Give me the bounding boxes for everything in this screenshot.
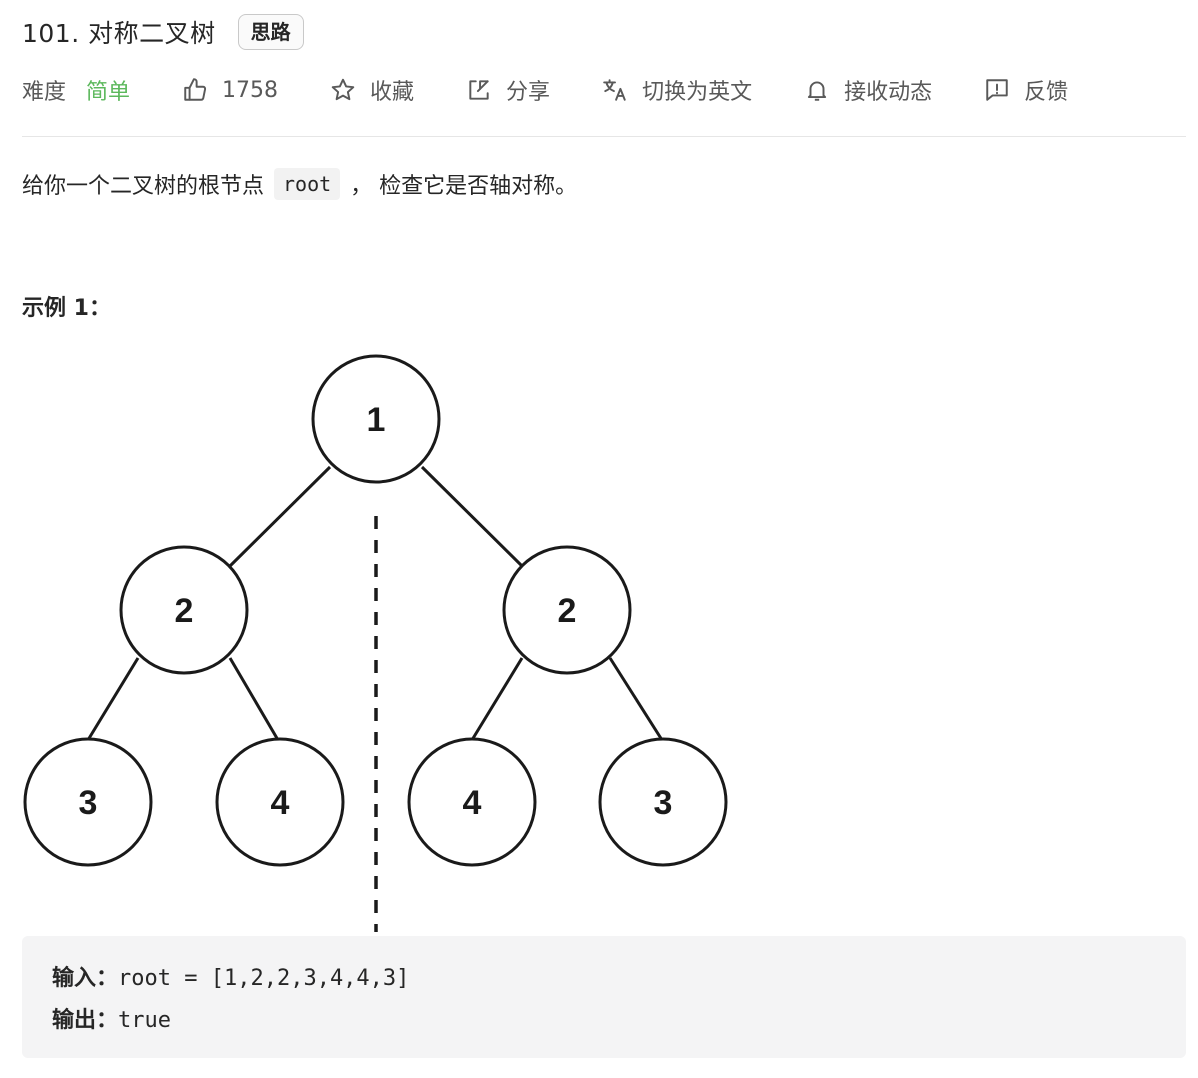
symmetric-tree-diagram: 1 2 2 3 4 4 3 — [23, 354, 728, 932]
tree-node-label: 1 — [367, 401, 386, 439]
feedback-icon — [986, 79, 1008, 101]
description-prefix: 给你一个二叉树的根节点 — [22, 174, 265, 199]
tree-node-label: 3 — [79, 784, 98, 822]
thumb-up-icon — [184, 78, 207, 101]
inline-code: root — [274, 168, 341, 200]
example-output-line: 输出：true — [52, 1000, 1156, 1042]
share-icon — [469, 80, 489, 100]
title-row: 101. 对称二叉树 思路 — [22, 12, 304, 52]
favorite-label: 收藏 — [370, 80, 415, 105]
tree-edge — [420, 465, 524, 568]
tree-node-circle — [598, 737, 728, 867]
tree-node-label: 4 — [271, 784, 290, 822]
subscribe-button[interactable]: 接收动态 — [804, 74, 932, 106]
input-value: root = [1,2,2,3,4,4,3] — [118, 966, 410, 991]
bell-icon — [807, 81, 827, 101]
example-heading: 示例 1： — [22, 296, 111, 321]
output-label: 输出： — [52, 1008, 119, 1033]
feedback-button[interactable]: 反馈 — [984, 74, 1068, 106]
input-label: 输入： — [52, 966, 119, 991]
like-count: 1758 — [222, 77, 279, 103]
output-value: true — [118, 1008, 171, 1033]
example-io-block: 输入：root = [1,2,2,3,4,4,3] 输出：true — [22, 936, 1186, 1058]
tree-node-label: 2 — [558, 592, 577, 630]
subscribe-label: 接收动态 — [844, 80, 933, 105]
translate-label: 切换为英文 — [642, 80, 753, 105]
tree-node-circle — [311, 354, 441, 484]
problem-title: 101. 对称二叉树 — [22, 19, 216, 48]
tree-node-label: 4 — [463, 784, 482, 822]
description-suffix: ， 检查它是否轴对称。 — [350, 174, 578, 199]
feedback-label: 反馈 — [1024, 80, 1069, 105]
tree-edge — [608, 657, 664, 741]
tree-node-circle — [23, 737, 153, 867]
tree-node-circle — [502, 545, 632, 675]
difficulty-label: 难度 — [22, 80, 67, 105]
tree-edge — [86, 657, 140, 741]
problem-description: 给你一个二叉树的根节点 root ， 检查它是否轴对称。 — [22, 164, 577, 204]
translate-button[interactable]: 切换为英文 — [602, 74, 752, 106]
tree-edge — [470, 657, 524, 741]
hint-badge-button[interactable]: 思路 — [237, 14, 304, 50]
share-button[interactable]: 分享 — [466, 74, 550, 106]
tree-node-label: 2 — [175, 592, 194, 630]
tree-node-circle — [215, 737, 345, 867]
favorite-button[interactable]: 收藏 — [330, 74, 414, 106]
difficulty-value: 简单 — [86, 80, 131, 105]
divider — [22, 136, 1186, 137]
share-label: 分享 — [506, 80, 551, 105]
meta-toolbar: 难度 简单 1758 收藏 分享 切换为英文 接收动 — [22, 70, 1186, 110]
tree-node-label: 3 — [654, 784, 673, 822]
translate-icon — [603, 79, 626, 101]
star-icon — [331, 78, 355, 101]
tree-node-circle — [407, 737, 537, 867]
tree-node-circle — [119, 545, 249, 675]
tree-edge — [228, 657, 280, 741]
example-input-line: 输入：root = [1,2,2,3,4,4,3] — [52, 958, 1156, 1000]
like-button[interactable]: 1758 — [182, 77, 278, 103]
tree-edge — [228, 465, 332, 568]
